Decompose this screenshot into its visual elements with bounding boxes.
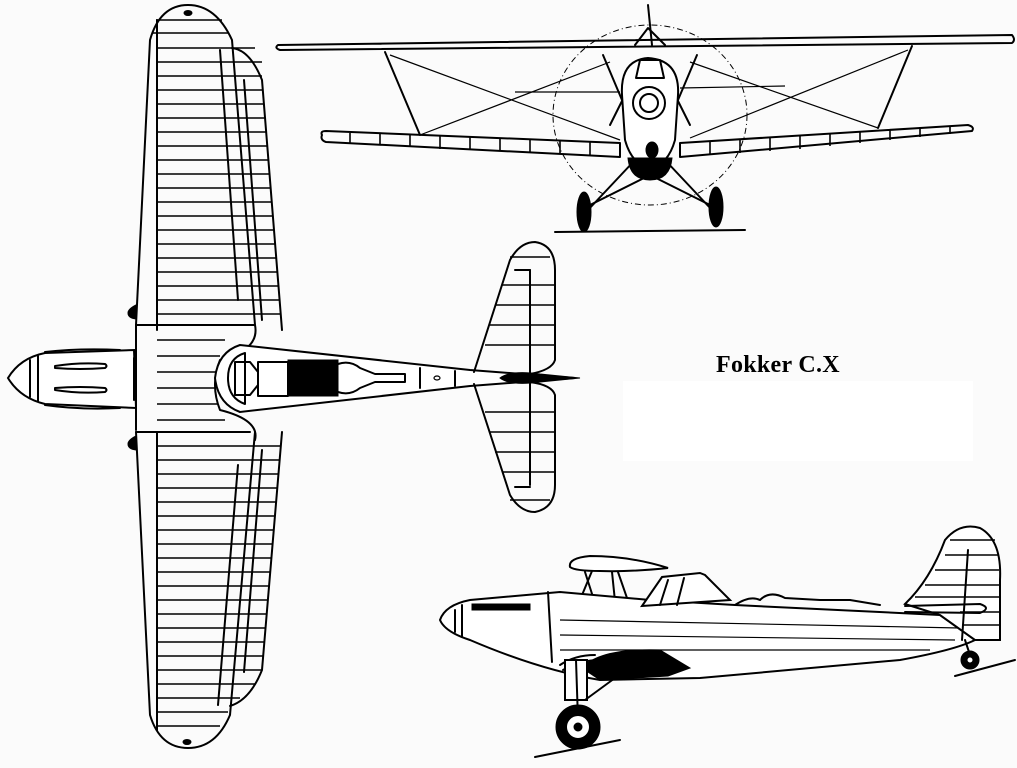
front-view bbox=[275, 4, 1015, 233]
top-view bbox=[6, 4, 581, 749]
blank-caption-panel bbox=[623, 381, 973, 461]
aircraft-title: Fokker C.X bbox=[716, 352, 840, 378]
side-view bbox=[438, 525, 1016, 758]
